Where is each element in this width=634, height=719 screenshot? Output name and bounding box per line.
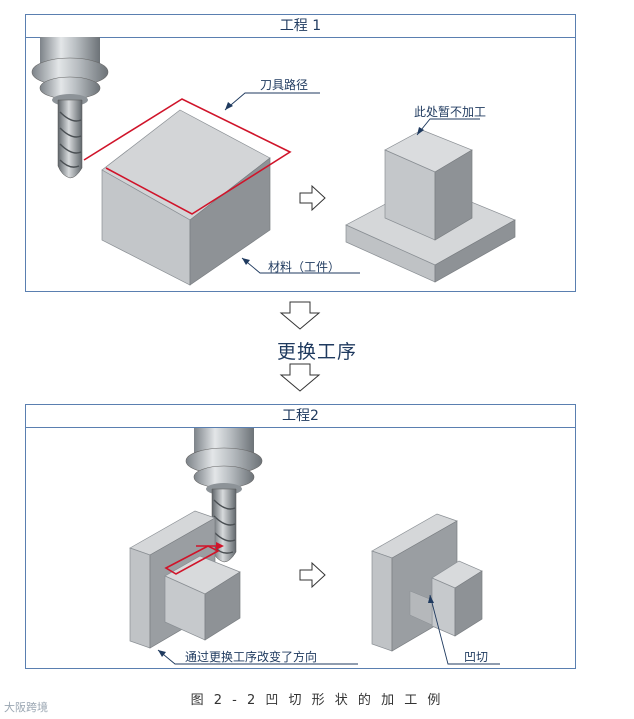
not-machined-label: 此处暂不加工	[414, 103, 486, 120]
result-part-2	[372, 514, 482, 651]
recess-label: 凹切	[464, 648, 488, 665]
process-arrow-2	[300, 563, 325, 587]
change-process-title: 更换工序	[0, 337, 634, 364]
tool-path-label: 刀具路径	[260, 76, 308, 93]
down-arrow-2	[281, 364, 319, 391]
figure-caption: 图 2 - 2 凹 切 形 状 的 加 工 例	[0, 689, 634, 708]
spindle-1	[32, 37, 108, 106]
spindle-2	[186, 428, 262, 495]
process-arrow-1	[300, 186, 325, 210]
material-label: 材料（工件）	[268, 258, 340, 275]
end-mill-1	[58, 100, 82, 178]
end-mill-2	[212, 489, 236, 562]
down-arrow-1	[281, 302, 319, 329]
direction-change-label: 通过更换工序改变了方向	[185, 648, 317, 665]
watermark: 大阪跨境	[4, 699, 48, 715]
result-part-1	[346, 130, 515, 282]
